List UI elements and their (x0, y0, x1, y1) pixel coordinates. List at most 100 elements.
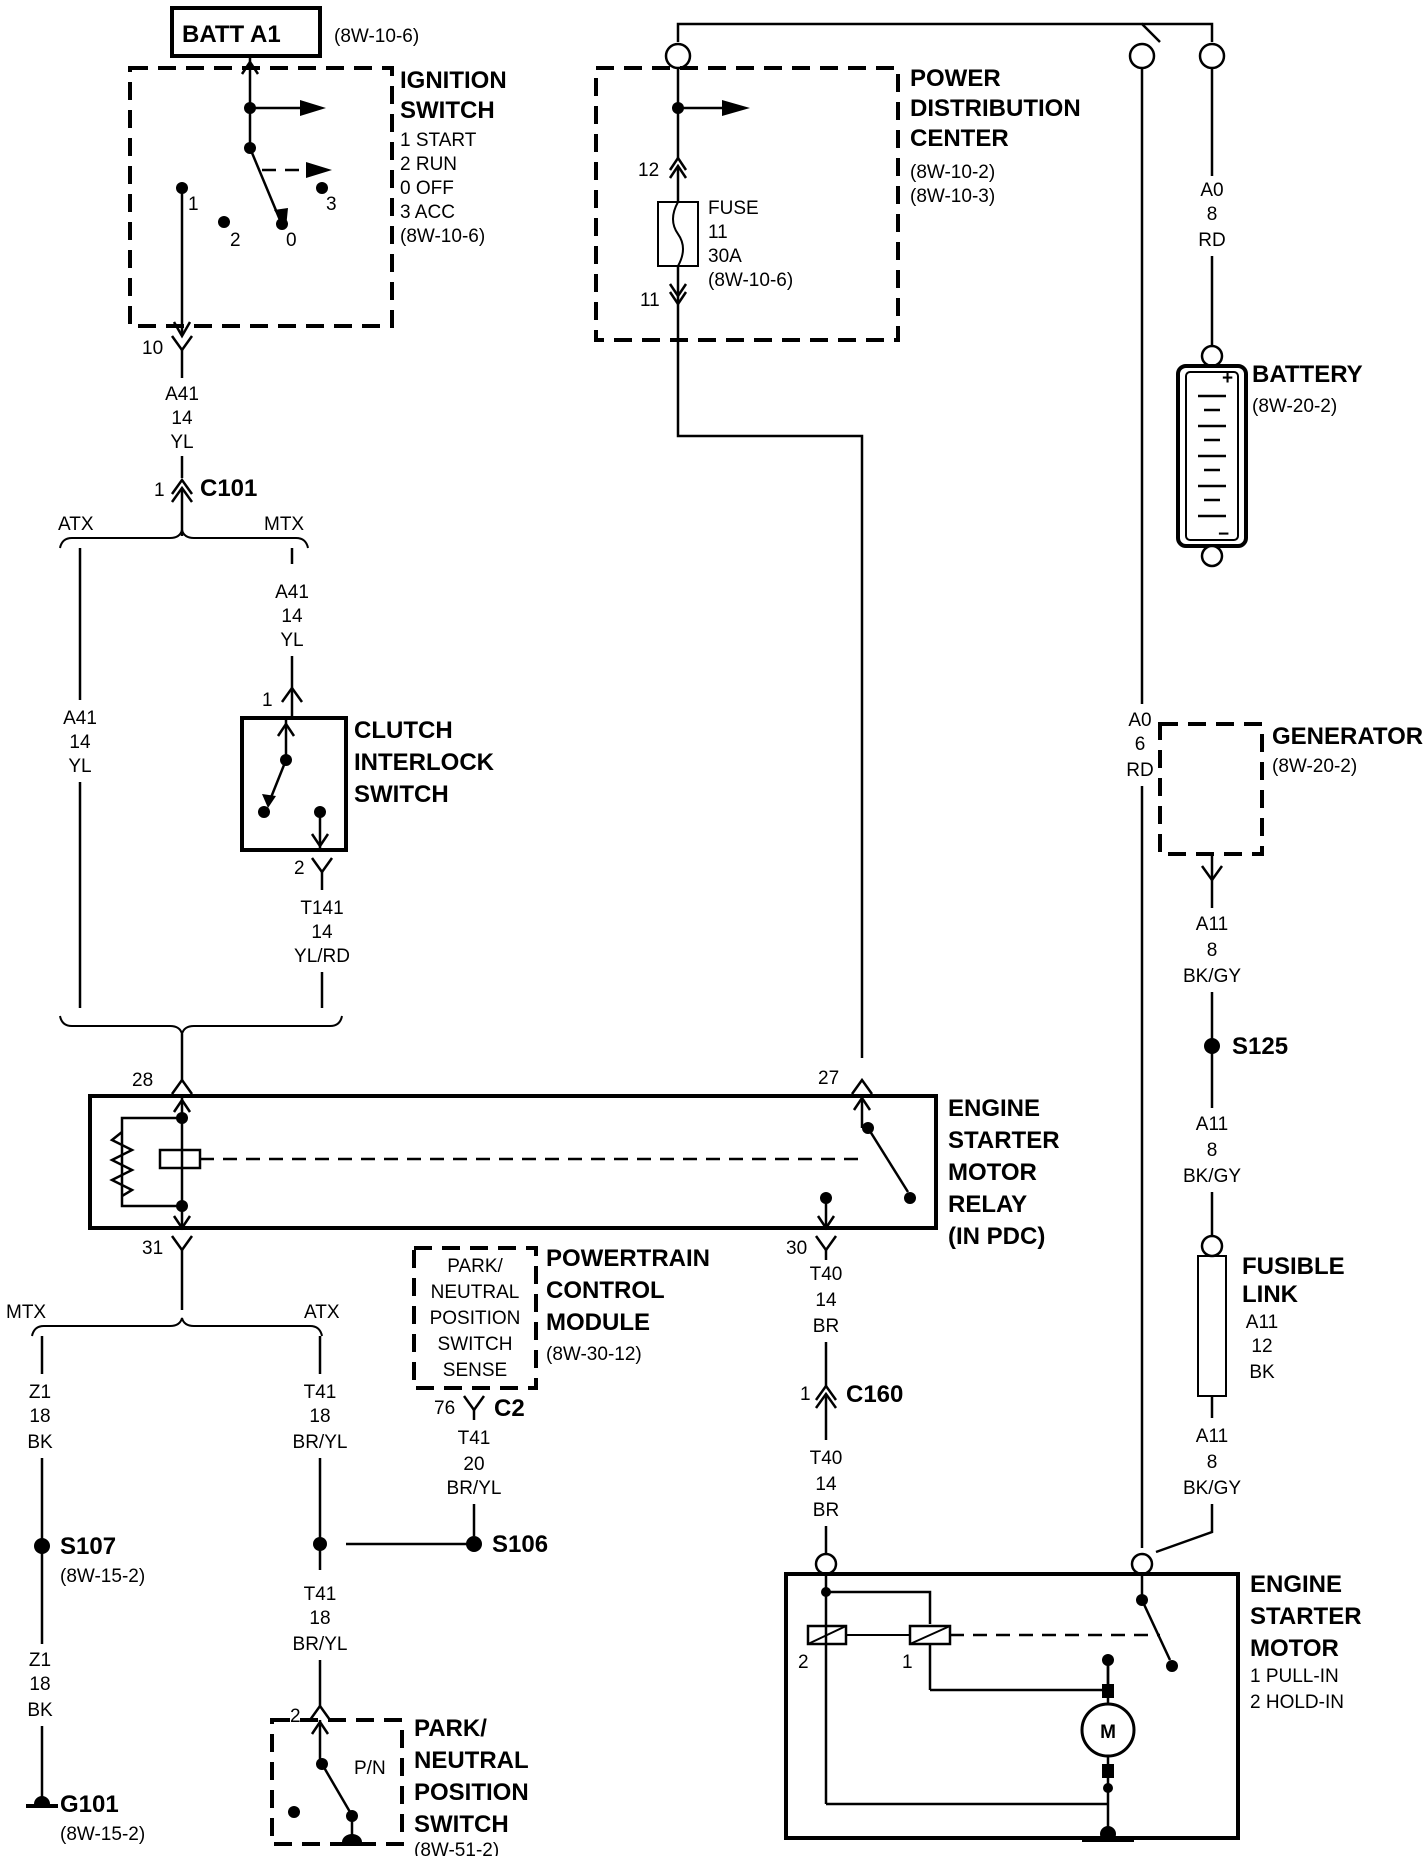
clutch-internal-arrow (276, 721, 296, 737)
starter-title-2: STARTER (1250, 1603, 1362, 1630)
wire-a0-6-label: A0 6 RD (1126, 710, 1153, 781)
wire-t41-18-label-1: T41 18 BR/YL (293, 1382, 348, 1453)
fusible-link-circuit: A11 (1246, 1312, 1278, 1333)
t40-1-color: BR (813, 1316, 839, 1337)
relay-pin-28-connector-icon (170, 1077, 194, 1095)
battery-minus-icon: − (1218, 524, 1229, 545)
clutch-title-3: SWITCH (354, 781, 449, 808)
relay-pin-27-connector-icon (850, 1077, 874, 1095)
c160-pin: 1 (800, 1384, 811, 1405)
a41-mtx-color: YL (280, 630, 303, 651)
batt-a1-label: BATT A1 (182, 21, 281, 48)
starter-legend-2: 2 HOLD-IN (1250, 1692, 1344, 1713)
ignition-feed-arrow (240, 59, 260, 75)
relay-pin-27: 27 (818, 1068, 839, 1089)
pull-in-to-motor (930, 1656, 1110, 1692)
t41-18-2-gauge: 18 (309, 1608, 330, 1629)
c101-connector: 1 C101 (154, 475, 257, 503)
c101-label: C101 (200, 475, 257, 502)
a41-atx-circuit: A41 (63, 708, 97, 729)
ignition-contact-0 (276, 218, 288, 230)
pdc-title-1: POWER (910, 65, 1001, 92)
c101-pin: 1 (154, 480, 165, 501)
a11-1-circuit: A11 (1196, 914, 1228, 935)
fuse-bottom-connector-1 (668, 283, 688, 299)
pdc-out-arrow-icon (722, 100, 750, 116)
wire-pdc-to-relay-27 (676, 304, 864, 1058)
batt-a1-block: BATT A1 (8W-10-6) (170, 6, 419, 58)
relay-coil-in-arrow (172, 1097, 192, 1113)
relay-box (88, 1094, 938, 1230)
battery-inner (1185, 371, 1239, 541)
s106-dot (466, 1536, 482, 1552)
wire-a11-to-starter (1155, 1504, 1214, 1554)
a11-1-color: BK/GY (1183, 966, 1241, 987)
generator: GENERATOR (8W-20-2) (1158, 722, 1423, 856)
a41-mtx-gauge: 14 (281, 606, 303, 627)
generator-ref: (8W-20-2) (1272, 756, 1357, 777)
battery-top-post (1200, 344, 1224, 368)
branch-bottom-mtx: MTX (6, 1302, 46, 1323)
relay-resistor-icon (109, 1131, 135, 1198)
pdc-ref-1: (8W-10-2) (910, 162, 995, 183)
battery-pos-terminal-icon (1198, 42, 1226, 70)
clutch-switch-box (240, 716, 348, 852)
relay-pin-30-connector-icon (814, 1235, 838, 1253)
fuse-ref: (8W-10-6) (708, 270, 793, 291)
a11-1-gauge: 8 (1207, 940, 1218, 961)
t40-2-circuit: T40 (810, 1448, 843, 1469)
ignition-start-arrow (172, 321, 192, 339)
starter-title-3: MOTOR (1250, 1635, 1339, 1662)
starter-legend-1: 1 PULL-IN (1250, 1666, 1339, 1687)
generator-title: GENERATOR (1272, 723, 1423, 750)
ignition-legend-4: 3 ACC (400, 202, 455, 223)
relay-pin-28: 28 (132, 1070, 153, 1091)
a41-atx-color: YL (68, 756, 91, 777)
t40-1-gauge: 14 (815, 1290, 837, 1311)
coil-1-label: 1 (902, 1652, 913, 1673)
clutch-title-2: INTERLOCK (354, 749, 495, 776)
a41-gauge: 14 (171, 408, 193, 429)
wire-z1-label-1: Z1 18 BK (27, 1382, 53, 1453)
pns-connector-icon (308, 1703, 332, 1721)
z1-2-circuit: Z1 (29, 1650, 51, 1671)
s107-label: S107 (60, 1533, 116, 1560)
batt-a1-ref: (8W-10-6) (334, 26, 419, 47)
wire-a0-8-label: A0 8 RD (1198, 180, 1225, 251)
pns-ref: (8W-51-2) (414, 1840, 499, 1856)
a0-8-color: RD (1198, 230, 1225, 251)
s106-label: S106 (492, 1531, 548, 1558)
fuse-label: FUSE (708, 198, 759, 219)
s107-ref: (8W-15-2) (60, 1566, 145, 1587)
s106-splice: S106 (466, 1531, 548, 1558)
coil-2-label: 2 (798, 1652, 809, 1673)
wire-z1-label-2: Z1 18 BK (27, 1650, 53, 1721)
clutch-pin-1-connector-icon (280, 685, 304, 703)
ignition-pos-0: 0 (286, 230, 297, 251)
wire-t40-label-1: T40 14 BR (810, 1264, 843, 1337)
motor-icon (1080, 1702, 1136, 1758)
a11-2-color: BK/GY (1183, 1166, 1241, 1187)
wire-a11-label-3: A11 8 BK/GY (1183, 1426, 1241, 1499)
wire-a41-mtx-label: A41 14 YL (275, 582, 309, 651)
wire-a11-label-2: A11 8 BK/GY (1183, 1114, 1241, 1187)
pcm-inner-3: POSITION (430, 1308, 521, 1329)
c101-upper-icon (170, 477, 194, 495)
pdc-bus-wire-right (1142, 22, 1214, 42)
t40-2-color: BR (813, 1500, 839, 1521)
t40-1-circuit: T40 (810, 1264, 843, 1285)
motor-bottom-dot (1103, 1783, 1113, 1793)
starter-title-1: ENGINE (1250, 1571, 1342, 1598)
engine-starter-motor-relay: ENGINE STARTER MOTOR RELAY (IN PDC) (88, 1094, 1060, 1250)
ground-icon (34, 1796, 50, 1804)
pdc-pin-11: 11 (640, 290, 660, 311)
motor-label: M (1100, 1722, 1116, 1743)
c160-connector: 1 C160 (800, 1381, 903, 1409)
pns-box (270, 1718, 404, 1846)
relay-title-5: (IN PDC) (948, 1223, 1045, 1250)
relay-contact-out-arrow (816, 1215, 836, 1231)
starter-main-contact (1166, 1660, 1178, 1672)
t41-20-gauge: 20 (463, 1454, 484, 1475)
branch-top-atx: ATX (58, 514, 94, 535)
